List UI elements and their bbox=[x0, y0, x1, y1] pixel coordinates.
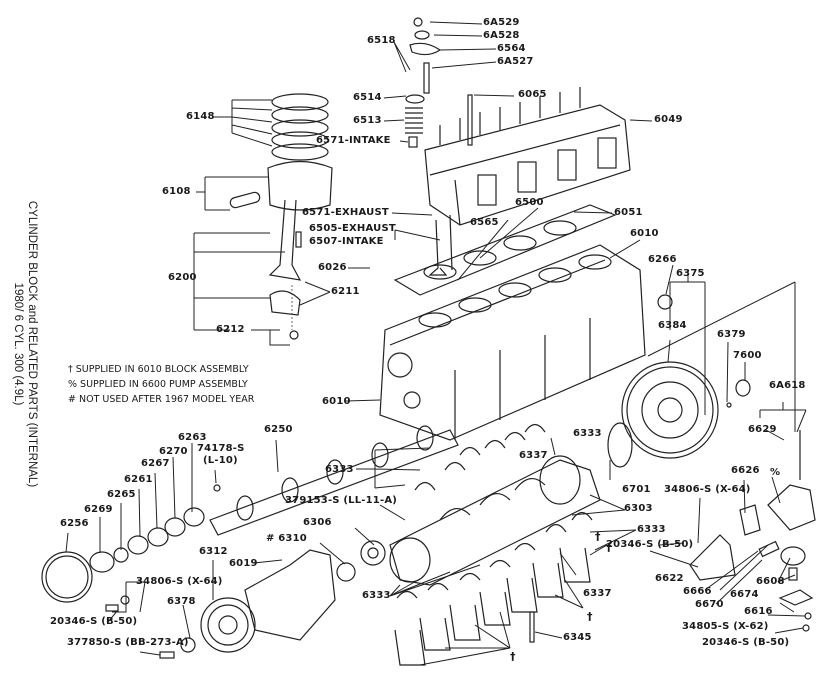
part-label-34805S: 34805-S (X-62) bbox=[682, 621, 769, 632]
part-label-6250: 6250 bbox=[264, 424, 293, 435]
part-label-6310: # 6310 bbox=[266, 533, 307, 544]
part-label-6108: 6108 bbox=[162, 186, 191, 197]
part-label-6263: 6263 bbox=[178, 432, 207, 443]
part-label-6333-c: 6333 bbox=[637, 524, 666, 535]
part-label-6265: 6265 bbox=[107, 489, 136, 500]
part-label-6256: 6256 bbox=[60, 518, 89, 529]
part-label-6303: 6303 bbox=[624, 503, 653, 514]
cam-bearings-drawing bbox=[41, 507, 205, 612]
part-label-6A528: 6A528 bbox=[483, 30, 520, 41]
part-label-6564: 6564 bbox=[497, 43, 526, 54]
part-label-6A527: 6A527 bbox=[497, 56, 534, 67]
part-label-6270: 6270 bbox=[159, 446, 188, 457]
footnotes-legend: † SUPPLIED IN 6010 BLOCK ASSEMBLY % SUPP… bbox=[68, 362, 254, 407]
part-label-6626: 6626 bbox=[731, 465, 760, 476]
footnote-dagger: † SUPPLIED IN 6010 BLOCK ASSEMBLY bbox=[68, 364, 249, 375]
part-label-6674: 6674 bbox=[730, 589, 759, 600]
part-label-6507-intake: 6507-INTAKE bbox=[309, 236, 384, 247]
cylinder-head-drawing bbox=[424, 87, 631, 226]
diagram-title: CYLINDER BLOCK and RELATED PARTS (INTERN… bbox=[11, 179, 39, 509]
part-label-6065: 6065 bbox=[518, 89, 547, 100]
part-label-6312: 6312 bbox=[199, 546, 228, 557]
crankshaft-drawing bbox=[389, 422, 633, 586]
part-label-34806S-left: 34806-S (X-64) bbox=[136, 576, 223, 587]
front-cover-drawing bbox=[159, 540, 386, 659]
dagger-mark-main-caps-right: † bbox=[587, 610, 593, 623]
part-label-7600: 7600 bbox=[733, 350, 762, 361]
part-label-6701: 6701 bbox=[622, 484, 651, 495]
dagger-mark-main-caps-left: † bbox=[510, 650, 516, 663]
part-label-6518: 6518 bbox=[367, 35, 396, 46]
part-label-6378: 6378 bbox=[167, 596, 196, 607]
part-label-6019: 6019 bbox=[229, 558, 258, 569]
part-label-6514: 6514 bbox=[353, 92, 382, 103]
part-label-6337-a: 6337 bbox=[519, 450, 548, 461]
footnote-hash: # NOT USED AFTER 1967 MODEL YEAR bbox=[68, 394, 255, 405]
part-label-6148: 6148 bbox=[186, 111, 215, 122]
part-label-20346S-right: 20346-S (B-50) bbox=[702, 637, 790, 648]
part-label-6333-b: 6333 bbox=[325, 464, 354, 475]
part-label-6267: 6267 bbox=[141, 458, 170, 469]
part-label-6513: 6513 bbox=[353, 115, 382, 126]
piston-assembly-drawing bbox=[229, 93, 333, 340]
part-label-6379: 6379 bbox=[717, 329, 746, 340]
part-label-6505-exhaust: 6505-EXHAUST bbox=[309, 223, 396, 234]
camshaft-drawing bbox=[209, 425, 459, 536]
cylinder-block-drawing bbox=[379, 244, 646, 441]
dagger-mark-bearing: † bbox=[595, 530, 601, 543]
leader-lines bbox=[65, 21, 807, 666]
part-label-6629: 6629 bbox=[748, 424, 777, 435]
part-label-20346S-left: 20346-S (B-50) bbox=[50, 616, 138, 627]
part-label-6010-top: 6010 bbox=[630, 228, 659, 239]
oil-pump-drawing bbox=[689, 484, 816, 632]
part-label-6051: 6051 bbox=[614, 207, 643, 218]
part-label-6571-exhaust: 6571-EXHAUST bbox=[302, 207, 389, 218]
part-label-74178S: 74178-S bbox=[197, 443, 245, 454]
part-label-6670: 6670 bbox=[695, 599, 724, 610]
part-label-6616: 6616 bbox=[744, 606, 773, 617]
part-label-6337-b: 6337 bbox=[583, 588, 612, 599]
part-label-6A529: 6A529 bbox=[483, 17, 520, 28]
flywheel-drawing bbox=[621, 294, 801, 480]
valve-train-drawing bbox=[405, 17, 473, 276]
head-gasket-drawing bbox=[393, 204, 617, 296]
main-bearings-drawing bbox=[394, 423, 593, 666]
dagger-mark-pump-bolt: † bbox=[606, 541, 612, 554]
part-label-6200: 6200 bbox=[168, 272, 197, 283]
diagram-title-line1: CYLINDER BLOCK and RELATED PARTS (INTERN… bbox=[26, 200, 38, 488]
part-label-6A618: 6A618 bbox=[769, 380, 806, 391]
part-label-6500: 6500 bbox=[515, 197, 544, 208]
part-label-percent: % bbox=[770, 467, 781, 478]
part-label-6269: 6269 bbox=[84, 504, 113, 515]
part-label-6608: 6608 bbox=[756, 576, 785, 587]
part-label-379153S: 379153-S (LL-11-A) bbox=[285, 495, 398, 506]
part-label-6049: 6049 bbox=[654, 114, 683, 125]
part-label-6333-a: 6333 bbox=[573, 428, 602, 439]
part-label-74178S-sub: (L-10) bbox=[203, 455, 238, 466]
part-label-6384: 6384 bbox=[658, 320, 687, 331]
part-label-6306: 6306 bbox=[303, 517, 332, 528]
part-label-6211: 6211 bbox=[331, 286, 360, 297]
part-label-6345: 6345 bbox=[563, 632, 592, 643]
part-label-6010-left: 6010 bbox=[322, 396, 351, 407]
part-label-34806S-right: 34806-S (X-64) bbox=[664, 484, 751, 495]
part-label-6212: 6212 bbox=[216, 324, 245, 335]
part-label-377850S: 377850-S (BB-273-A) bbox=[67, 637, 189, 648]
part-label-6565: 6565 bbox=[470, 217, 499, 228]
part-label-20346S-mid: 20346-S (B-50) bbox=[606, 539, 694, 550]
part-label-6266: 6266 bbox=[648, 254, 677, 265]
part-label-6026: 6026 bbox=[318, 262, 347, 273]
part-label-6261: 6261 bbox=[124, 474, 153, 485]
diagram-title-line2: 1980/ 6 CYL. 300 (4.9L) bbox=[12, 282, 24, 406]
part-label-6333-d: 6333 bbox=[362, 590, 391, 601]
part-label-6571-intake: 6571-INTAKE bbox=[316, 135, 391, 146]
part-label-6375: 6375 bbox=[676, 268, 705, 279]
part-label-6666: 6666 bbox=[683, 586, 712, 597]
part-label-6622: 6622 bbox=[655, 573, 684, 584]
footnote-percent: % SUPPLIED IN 6600 PUMP ASSEMBLY bbox=[68, 379, 248, 390]
